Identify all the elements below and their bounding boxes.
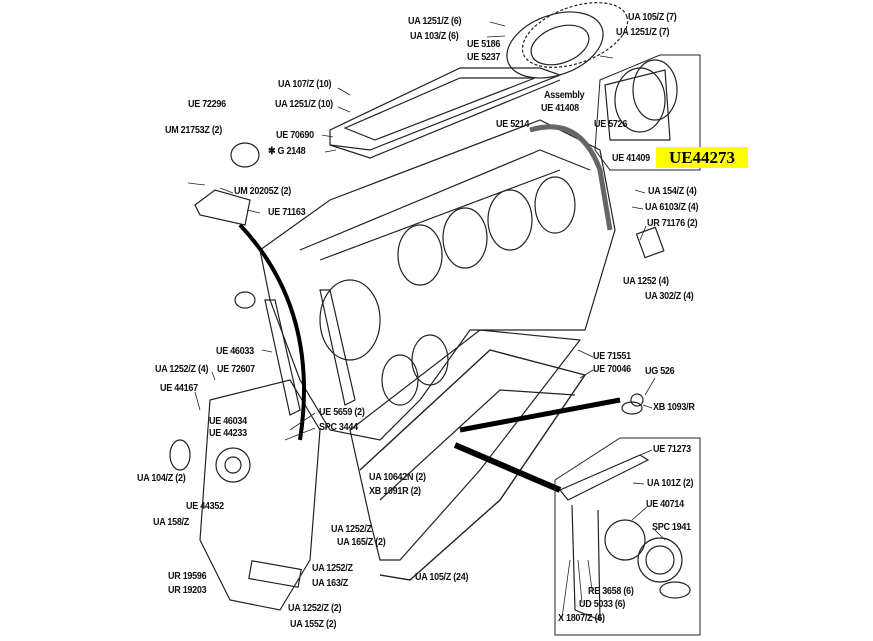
- label-ue5659: UE 5659 (2): [319, 407, 365, 418]
- label-ua158z: UA 158/Z: [153, 517, 190, 528]
- label-ue5186: UE 5186: [467, 39, 501, 50]
- highlighted-part-number: UE44273: [656, 147, 748, 168]
- label-ue5726: UE 5726: [594, 119, 628, 130]
- label-ue5214: UE 5214: [496, 119, 530, 130]
- label-ur71176: UR 71176 (2): [647, 218, 698, 229]
- label-spc1941: SPC 1941: [652, 522, 691, 533]
- label-ua101z: UA 101Z (2): [647, 478, 694, 489]
- label-ue44233: UE 44233: [209, 428, 247, 439]
- label-ue41408: UE 41408: [541, 103, 579, 114]
- front-gasket: [264, 299, 301, 416]
- label-ua302z: UA 302/Z (4): [645, 291, 694, 302]
- label-ua1252z4: UA 1252/Z (4): [155, 364, 209, 375]
- label-ua165z: UA 165/Z (2): [337, 537, 386, 548]
- label-ue71551: UE 71551: [593, 351, 631, 362]
- front-cover: [199, 379, 321, 611]
- label-ua1251z10: UA 1251/Z (10): [275, 99, 333, 110]
- pointer-thick-3: [459, 397, 621, 433]
- label-ue46034: UE 46034: [209, 416, 247, 427]
- engine-block: [259, 119, 616, 441]
- label-x1807z: X 1807/Z (6): [558, 613, 605, 624]
- label-ur19596: UR 19596: [168, 571, 207, 582]
- label-ua105z7: UA 105/Z (7): [628, 12, 677, 23]
- label-ua1252z-b: UA 1252/Z: [312, 563, 353, 574]
- label-ue72607: UE 72607: [217, 364, 255, 375]
- label-ug526: UG 526: [645, 366, 675, 377]
- label-xb1091r: XB 1091R (2): [369, 486, 421, 497]
- label-ue71163: UE 71163: [268, 207, 306, 218]
- pointer-thick-1: [238, 223, 306, 441]
- label-ur19203: UR 19203: [168, 585, 207, 596]
- label-ue72296: UE 72296: [188, 99, 226, 110]
- label-ua1252z-a: UA 1252/Z: [331, 524, 372, 535]
- label-ua10642n: UA 10642N (2): [369, 472, 426, 483]
- pointer-thick-2: [453, 442, 562, 493]
- label-spc3444: SPC 3444: [319, 422, 358, 433]
- label-ue41409: UE 41409: [612, 153, 650, 164]
- label-um21753z: UM 21753Z (2): [165, 125, 223, 136]
- label-ua107z10: UA 107/Z (10): [278, 79, 332, 90]
- label-ud5033: UD 5033 (6): [579, 599, 626, 610]
- top-cover-plate: [329, 67, 562, 151]
- label-ua103z6: UA 103/Z (6): [410, 31, 459, 42]
- label-re3658: RE 3658 (6): [588, 586, 634, 597]
- label-ua1252z2: UA 1252/Z (2): [288, 603, 342, 614]
- label-ue71273: UE 71273: [653, 444, 691, 455]
- label-um20205z: UM 20205Z (2): [234, 186, 292, 197]
- label-ue70046: UE 70046: [593, 364, 631, 375]
- label-ua154z: UA 154/Z (4): [648, 186, 697, 197]
- strainer-box: [554, 437, 701, 636]
- label-ua1252-4: UA 1252 (4): [623, 276, 669, 287]
- label-ue44352: UE 44352: [186, 501, 224, 512]
- label-ue70690: UE 70690: [276, 130, 314, 141]
- label-ua6103z: UA 6103/Z (4): [645, 202, 699, 213]
- label-ue40714: UE 40714: [646, 499, 684, 510]
- label-assembly: Assembly: [544, 90, 585, 101]
- sump-gasket: [349, 329, 582, 561]
- label-xb1093r: XB 1093/R: [653, 402, 695, 413]
- label-ua155z: UA 155Z (2): [290, 619, 337, 630]
- label-g2148: ✱ G 2148: [268, 146, 306, 157]
- label-ua1251z7: UA 1251/Z (7): [616, 27, 670, 38]
- label-ue5237: UE 5237: [467, 52, 501, 63]
- label-ua163z: UA 163/Z: [312, 578, 349, 589]
- label-ua105z24: UA 105/Z (24): [415, 572, 469, 583]
- assembly-box: [594, 54, 701, 171]
- label-ua104z: UA 104/Z (2): [137, 473, 186, 484]
- label-ue46033: UE 46033: [216, 346, 254, 357]
- label-ua1251z6: UA 1251/Z (6): [408, 16, 462, 27]
- label-ue44167: UE 44167: [160, 383, 198, 394]
- rear-gasket-ue5186: [506, 11, 604, 79]
